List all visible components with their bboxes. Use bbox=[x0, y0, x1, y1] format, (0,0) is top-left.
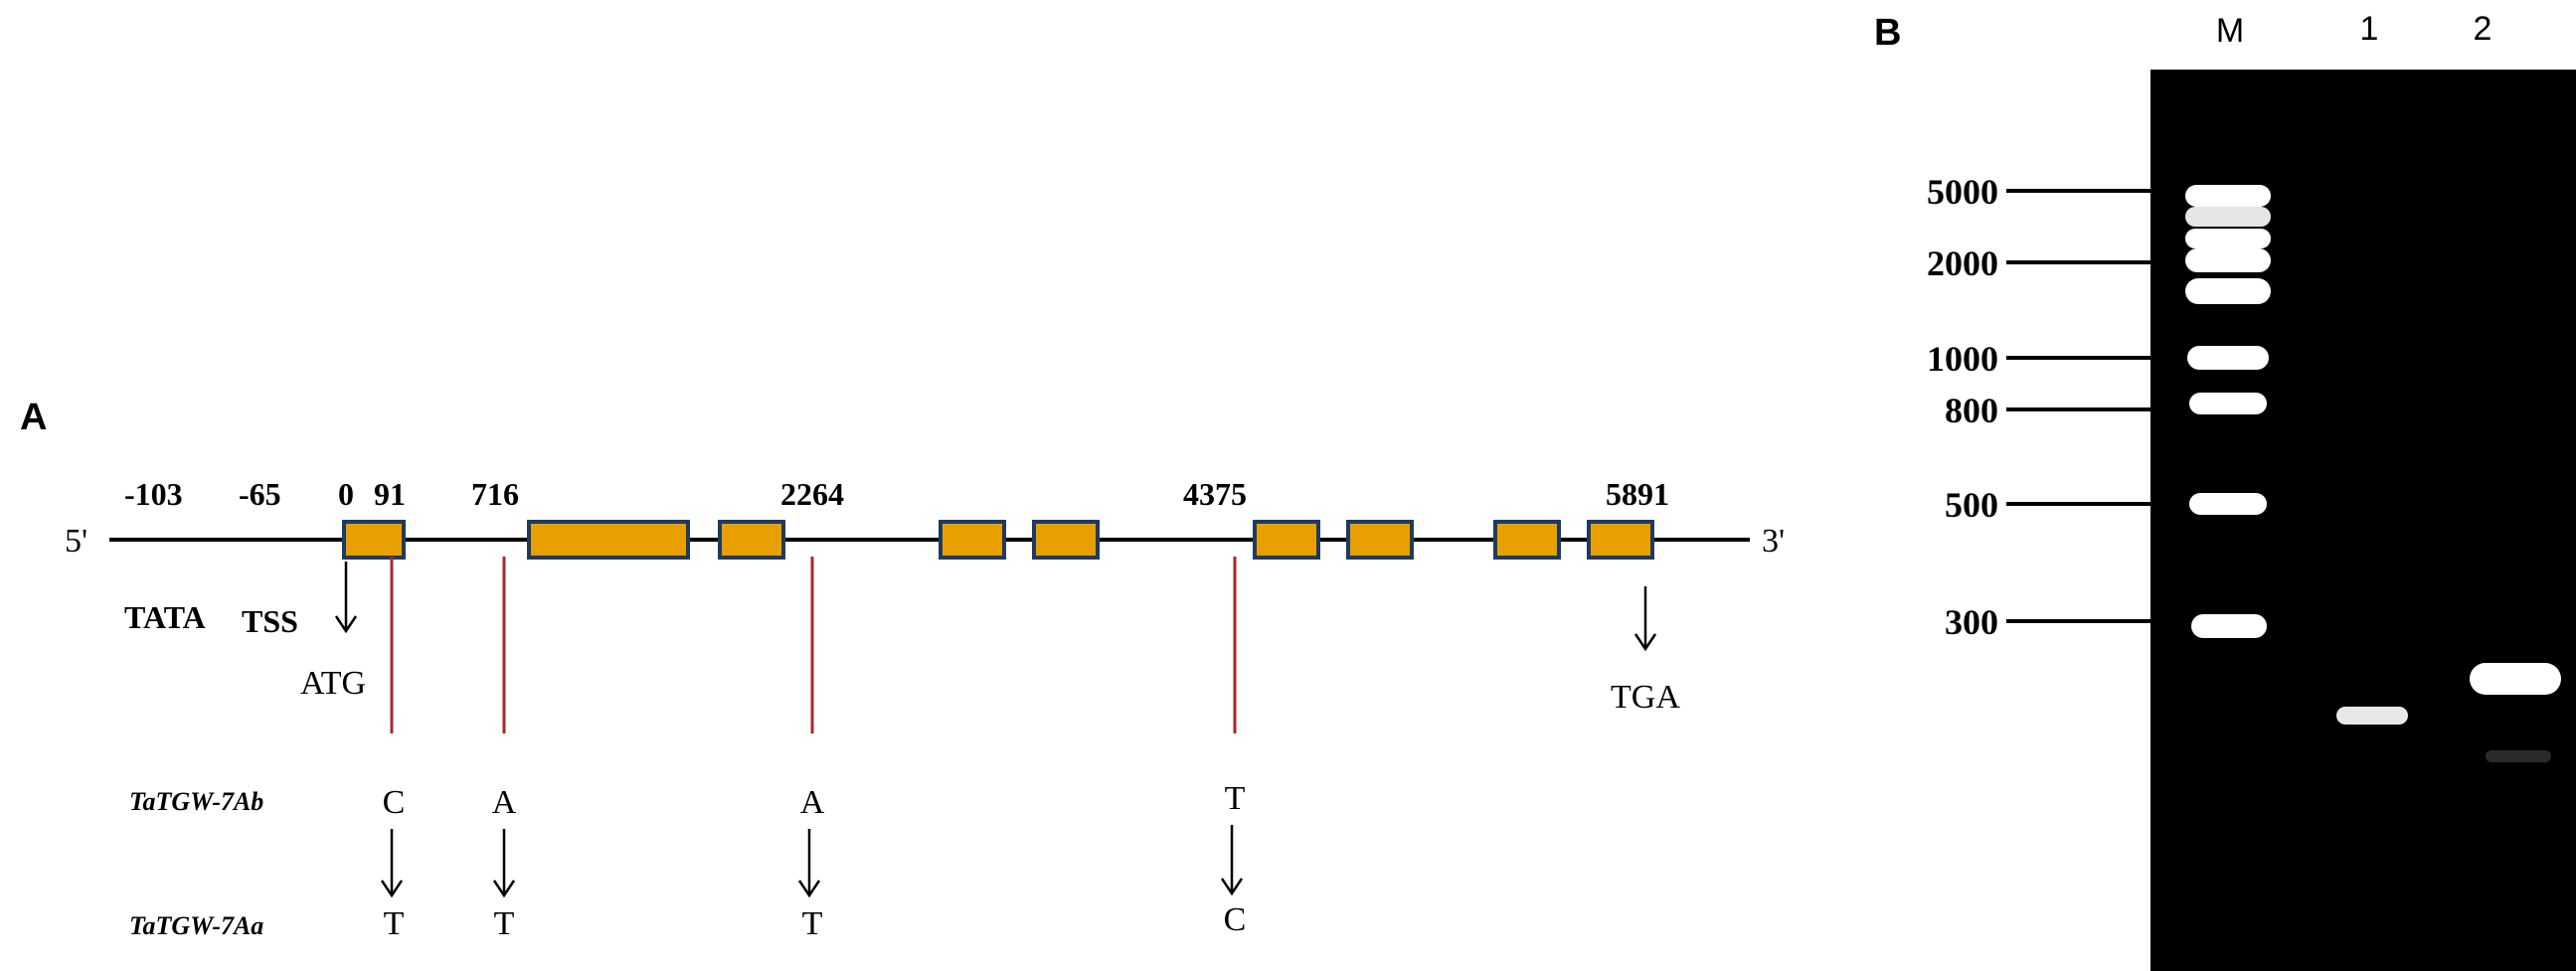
lane-2-faint-band bbox=[2486, 750, 2551, 762]
substitution-arrow-icon bbox=[797, 829, 821, 898]
marker-band bbox=[2191, 614, 2267, 638]
panel-a: A 5' 3' -103 -65 0 91 716 2264 4375 5891 bbox=[20, 397, 1785, 942]
position-label: 716 bbox=[471, 476, 519, 512]
snp-base: C bbox=[1224, 901, 1247, 938]
ladder-labels: 5000 2000 1000 800 500 300 bbox=[1927, 172, 1998, 642]
three-prime-end: 3' bbox=[1762, 523, 1785, 560]
marker-band bbox=[2185, 278, 2271, 304]
exon-2 bbox=[527, 520, 690, 560]
marker-band bbox=[2185, 248, 2271, 272]
marker-band bbox=[2187, 346, 2269, 370]
position-label: -65 bbox=[239, 476, 281, 512]
allele-a-name: TaTGW-7Aa bbox=[129, 911, 263, 940]
marker-band bbox=[2185, 185, 2271, 207]
snp-base: A bbox=[800, 784, 825, 821]
marker-band bbox=[2185, 207, 2271, 227]
tss-label: TSS bbox=[242, 603, 298, 639]
panel-b: B M 1 2 5000 2000 1000 800 500 300 bbox=[1874, 10, 2576, 971]
marker-band bbox=[2185, 229, 2271, 248]
substitution-arrow-icon bbox=[1220, 825, 1244, 896]
snp-base: T bbox=[802, 905, 823, 942]
snp-base: A bbox=[492, 784, 517, 821]
substitution-arrow-icon bbox=[380, 829, 404, 898]
snp-lines bbox=[390, 557, 1237, 733]
position-label: -103 bbox=[124, 476, 183, 512]
exons bbox=[342, 520, 1654, 560]
allele-b-name: TaTGW-7Ab bbox=[129, 787, 263, 816]
exon-3 bbox=[718, 520, 785, 560]
exon-9 bbox=[1587, 520, 1654, 560]
allele-b-bases: C A A T bbox=[383, 780, 1246, 821]
marker-band bbox=[2189, 493, 2267, 515]
five-prime-end: 5' bbox=[65, 523, 87, 560]
panel-b-label: B bbox=[1874, 12, 1901, 54]
marker-bands bbox=[2185, 185, 2271, 638]
exon-7 bbox=[1346, 520, 1414, 560]
position-label: 4375 bbox=[1183, 476, 1247, 512]
exon-4 bbox=[939, 520, 1006, 560]
stop-codon-label: TGA bbox=[1611, 679, 1680, 716]
ladder-label: 300 bbox=[1945, 602, 1998, 642]
exon-1 bbox=[342, 520, 406, 560]
snp-base: T bbox=[494, 905, 515, 942]
lane-label-2: 2 bbox=[2474, 10, 2492, 48]
tata-box-label: TATA bbox=[124, 599, 206, 635]
substitution-arrows bbox=[380, 825, 1244, 898]
position-label: 0 bbox=[338, 476, 354, 512]
ladder-label: 1000 bbox=[1927, 339, 1998, 379]
position-label: 5891 bbox=[1606, 476, 1669, 512]
marker-band bbox=[2189, 393, 2267, 414]
snp-base: T bbox=[1225, 780, 1246, 817]
lane-label-1: 1 bbox=[2360, 10, 2379, 48]
exon-5 bbox=[1032, 520, 1100, 560]
snp-base: T bbox=[384, 905, 405, 942]
lane-labels: M 1 2 bbox=[2216, 10, 2492, 50]
snp-base: C bbox=[383, 784, 406, 821]
lane-label-marker: M bbox=[2216, 12, 2244, 50]
ladder-label: 500 bbox=[1945, 485, 1998, 525]
ladder-label: 2000 bbox=[1927, 243, 1998, 283]
substitution-arrow-icon bbox=[492, 829, 516, 898]
exon-6 bbox=[1253, 520, 1320, 560]
ladder-label: 5000 bbox=[1927, 172, 1998, 212]
panel-a-label: A bbox=[20, 397, 47, 438]
lane-1-band bbox=[2336, 707, 2408, 725]
position-labels: -103 -65 0 91 716 2264 4375 5891 bbox=[124, 476, 1669, 512]
ladder-label: 800 bbox=[1945, 391, 1998, 430]
tga-arrow-icon bbox=[1633, 586, 1657, 652]
position-label: 2264 bbox=[780, 476, 844, 512]
exon-8 bbox=[1493, 520, 1561, 560]
ladder-ticks bbox=[2006, 189, 2150, 623]
lane-2-band bbox=[2470, 663, 2561, 695]
position-label: 91 bbox=[374, 476, 406, 512]
allele-a-bases: T T T C bbox=[384, 901, 1247, 942]
tss-arrow-icon bbox=[334, 562, 358, 634]
start-codon-label: ATG bbox=[300, 665, 366, 702]
